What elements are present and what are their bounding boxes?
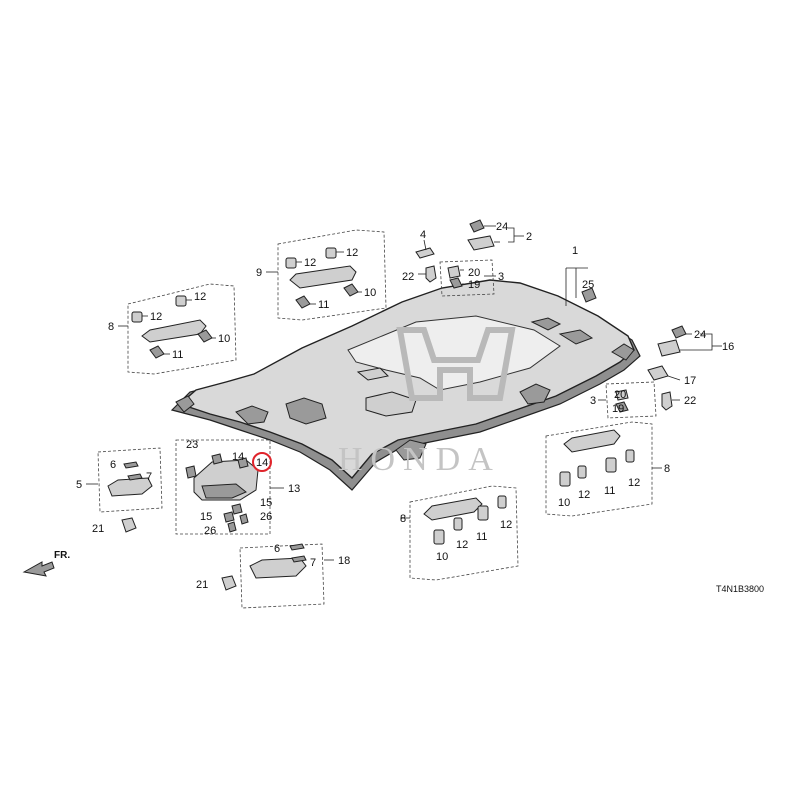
- callout-20: 20: [468, 267, 480, 279]
- callout-1: 1: [572, 245, 578, 257]
- callout-11: 11: [476, 531, 487, 543]
- highlight-ring: [252, 452, 272, 472]
- callout-26: 26: [204, 525, 216, 537]
- callout-12: 12: [304, 257, 316, 269]
- callout-3: 3: [498, 271, 504, 283]
- callout-17: 17: [684, 375, 696, 387]
- callout-8: 8: [108, 321, 114, 333]
- callout-6: 6: [110, 459, 116, 471]
- callout-10: 10: [436, 551, 448, 563]
- callout-8: 8: [400, 513, 406, 525]
- callout-10: 10: [364, 287, 376, 299]
- callout-22: 22: [684, 395, 696, 407]
- group-18: [221, 543, 334, 609]
- group-13: [175, 439, 284, 535]
- callout-2: 2: [526, 231, 532, 243]
- callout-11: 11: [604, 485, 615, 497]
- callout-15: 15: [200, 511, 212, 523]
- callout-13: 13: [288, 483, 300, 495]
- callout-26: 26: [260, 511, 272, 523]
- front-label: FR.: [54, 550, 70, 561]
- callout-22: 22: [402, 271, 414, 283]
- callout-5: 5: [76, 479, 82, 491]
- callout-19: 19: [468, 279, 480, 291]
- callout-4: 4: [420, 229, 426, 241]
- callout-6: 6: [274, 543, 280, 555]
- callout-20: 20: [614, 389, 626, 401]
- clip-group-right-3: [598, 381, 680, 419]
- callout-12: 12: [456, 539, 468, 551]
- callout-7: 7: [146, 471, 152, 483]
- callout-10: 10: [218, 333, 230, 345]
- callout-24: 24: [496, 221, 508, 233]
- callout-12: 12: [194, 291, 206, 303]
- honda-watermark: HONDA: [338, 327, 516, 478]
- callouts: 1 2 3 3 4 5 6 6 7 7 8 8 8 9 10 10 10 10 …: [76, 221, 734, 591]
- callout-7: 7: [310, 557, 316, 569]
- callout-15: 15: [260, 497, 272, 509]
- callout-10: 10: [558, 497, 570, 509]
- callout-16: 16: [722, 341, 734, 353]
- group-8-center: [400, 485, 519, 581]
- callout-24: 24: [694, 329, 706, 341]
- clip-group-top: [415, 219, 524, 297]
- clip-group-right: [647, 325, 722, 381]
- callout-19: 19: [612, 403, 624, 415]
- callout-25: 25: [582, 279, 594, 291]
- callout-9: 9: [256, 267, 262, 279]
- group-8-upper-left: [118, 283, 237, 375]
- callout-21: 21: [196, 579, 208, 591]
- group-8-right: [545, 421, 662, 517]
- callout-18: 18: [338, 555, 350, 567]
- front-arrow: FR.: [22, 550, 70, 577]
- callout-12: 12: [628, 477, 640, 489]
- callout-12: 12: [500, 519, 512, 531]
- callout-21: 21: [92, 523, 104, 535]
- callout-11: 11: [318, 299, 329, 311]
- callout-8: 8: [664, 463, 670, 475]
- watermark-text: HONDA: [338, 441, 501, 478]
- callout-14: 14: [232, 451, 244, 463]
- group-9: [266, 229, 387, 321]
- callout-14-highlighted: 14: [256, 457, 268, 469]
- callout-12: 12: [578, 489, 590, 501]
- clip-group-right-top: [565, 267, 597, 306]
- diagram-code: T4N1B3800: [716, 584, 764, 594]
- callout-23: 23: [186, 439, 198, 451]
- group-5: [86, 447, 163, 533]
- callout-11: 11: [172, 349, 183, 361]
- callout-12: 12: [150, 311, 162, 323]
- callout-3: 3: [590, 395, 596, 407]
- callout-12: 12: [346, 247, 358, 259]
